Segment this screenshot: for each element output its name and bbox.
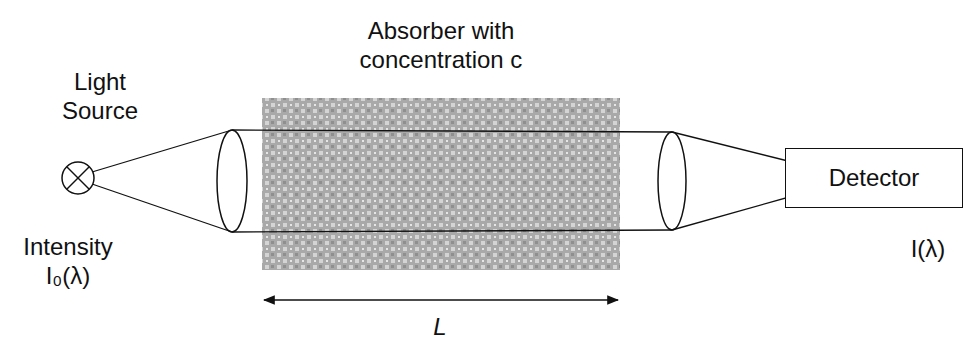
absorber-region: Absorber with concentration c [262,98,620,270]
detector-box: Detector [785,148,963,208]
light-source-symbol [62,162,94,194]
lens [658,132,686,230]
node-text: Detector [786,163,962,192]
length-label: L [420,312,460,341]
source-label: Light Source [50,67,150,125]
length-arrow [264,299,618,301]
lens [217,130,247,232]
output-intensity-label: I(λ) [893,234,963,263]
absorber-heading: Absorber with concentration c [341,16,541,74]
absorber-texture [262,98,620,270]
beam-lines [92,130,800,232]
intensity-label: Intensity I₀(λ) [12,232,124,290]
